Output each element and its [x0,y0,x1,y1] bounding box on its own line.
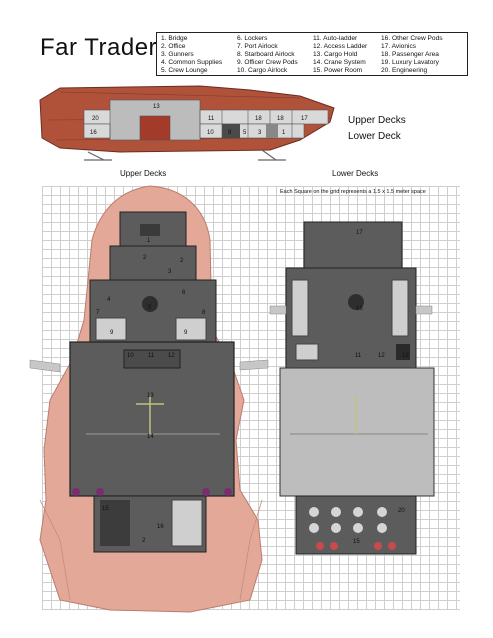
legend-item: 12. Access Ladder [313,43,368,50]
ship-side-profile [39,85,335,161]
legend-item: 13. Cargo Hold [313,51,358,58]
legend-item: 18. Passenger Area [381,51,439,58]
side-room-number: 3 [258,130,262,136]
legend-item: 10. Cargo Airlock [237,67,288,74]
side-room-number: 18 [255,116,262,122]
side-room-number: 17 [301,116,308,122]
room-legend: 1. Bridge 2. Office 3. Gunners 4. Common… [156,32,468,76]
side-room-number: 11 [208,116,215,122]
side-room-number: 1 [282,130,286,136]
legend-item: 7. Port Airlock [237,43,278,50]
legend-item: 3. Gunners [161,51,194,58]
legend-item: 17. Avionics [381,43,417,50]
side-room-number: 16 [90,130,97,136]
legend-item: 8. Starboard Airlock [237,51,295,58]
floor-plan-grid [42,186,460,610]
grid-scale-note: Each Square on the grid represents a 1.5… [280,189,426,195]
lower-deck-label: Lower Deck [348,131,401,142]
side-room-number: 18 [277,116,284,122]
legend-item: 11. Auto-ladder [313,35,358,42]
legend-item: 6. Lockers [237,35,268,42]
legend-item: 15. Power Room [313,67,363,74]
side-room-number: 13 [153,104,160,110]
lower-decks-heading: Lower Decks [332,169,379,178]
legend-item: 20. Engineering [381,67,428,74]
page-title: Far Trader [40,34,158,61]
legend-item: 9. Officer Crew Pods [237,59,298,66]
legend-item: 1. Bridge [161,35,188,42]
legend-item: 5. Crew Lounge [161,67,208,74]
side-room-number: 5 [243,130,247,136]
side-room-number: 10 [207,130,214,136]
side-room-number: 9 [228,130,232,136]
legend-item: 16. Other Crew Pods [381,35,443,42]
legend-item: 2. Office [161,43,186,50]
upper-deck-label: Upper Decks [348,115,406,126]
upper-decks-heading: Upper Decks [120,169,167,178]
legend-item: 19. Luxury Lavatory [381,59,439,66]
legend-item: 4. Common Supplies [161,59,223,66]
legend-item: 14. Crane System [313,59,366,66]
side-room-number: 20 [92,116,99,122]
